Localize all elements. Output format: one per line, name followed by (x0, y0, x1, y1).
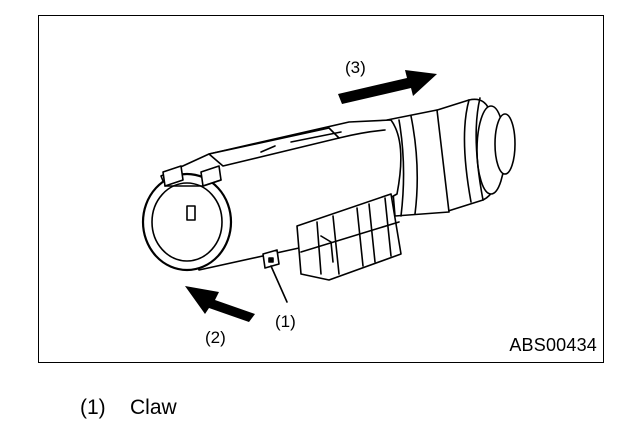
legend-number: (1) (80, 396, 106, 419)
legend-item: (1) Claw (80, 396, 177, 420)
legend-label: Claw (130, 396, 177, 419)
connector-illustration (141, 70, 516, 322)
arrow-pull-icon (338, 70, 437, 104)
connector-lock-lever (162, 165, 222, 187)
claw-part (262, 249, 288, 303)
arrow-press-icon (185, 286, 255, 322)
figure-code: ABS00434 (509, 335, 597, 355)
callout-pull: (3) (345, 58, 366, 77)
connector-neck (386, 109, 450, 217)
connector-lower-housing (296, 193, 402, 281)
callout-claw: (1) (275, 312, 296, 331)
connector-rear-boot (430, 97, 516, 213)
diagram-frame: (3) (2) (1) ABS00434 (38, 15, 604, 363)
callout-press: (2) (205, 328, 226, 347)
connector-front-face (141, 172, 233, 272)
